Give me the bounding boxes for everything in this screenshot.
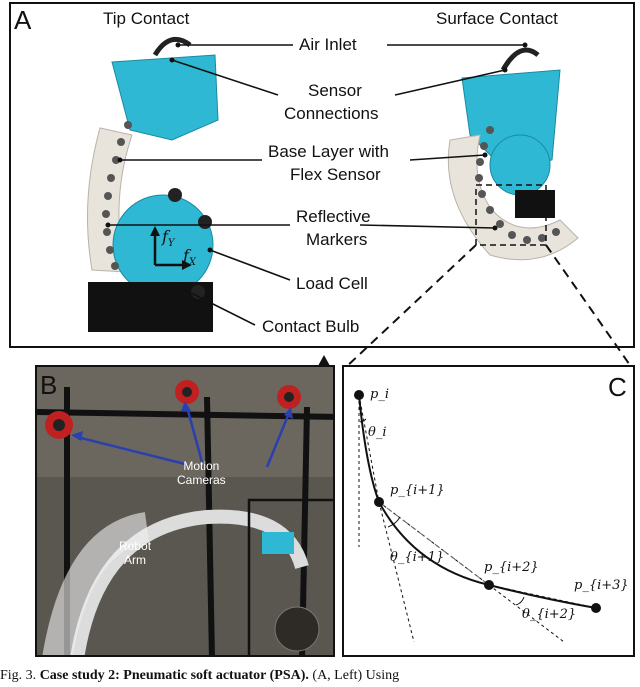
force-fx-label: fX <box>183 246 197 269</box>
zoom-box <box>475 184 547 246</box>
markers-label-1: Reflective <box>296 207 371 226</box>
load-cell-label: Load Cell <box>296 274 368 293</box>
label-theta-i1: θ_{i+1} <box>390 550 445 565</box>
camera-left <box>45 411 73 439</box>
zoom-line-right <box>545 244 633 369</box>
panel-b-scene <box>37 367 333 655</box>
camera-right <box>277 385 301 409</box>
sensor-connections-label-1: Sensor <box>308 81 362 100</box>
base-layer-label-2: Flex Sensor <box>290 165 381 184</box>
label-pi2: p_{i+2} <box>484 560 539 575</box>
air-inlet-tube-left <box>152 36 192 57</box>
label-theta-i2: θ_{i+2} <box>522 607 577 622</box>
air-inlet-tube-right <box>500 47 540 72</box>
motion-cameras-label: Motion Cameras <box>177 459 226 487</box>
surface-contact-actuator <box>447 47 579 261</box>
panel-c: p_i p_{i+1} p_{i+2} p_{i+3} θ_i θ_{i+1} … <box>342 365 635 657</box>
label-theta-i: θ_i <box>368 425 387 440</box>
air-inlet-label: Air Inlet <box>299 35 357 54</box>
panel-b-label: B <box>40 370 58 400</box>
base-layer-label-1: Base Layer with <box>268 142 389 161</box>
tip-contact-actuator <box>87 36 219 332</box>
robot-arm-label: Robot Arm <box>119 539 152 567</box>
camera-mid <box>175 380 199 404</box>
point-pi3 <box>591 603 601 613</box>
point-pi2 <box>484 580 494 590</box>
tip-contact-title: Tip Contact <box>103 9 190 28</box>
sensor-connections-label-2: Connections <box>284 104 379 123</box>
panel-a-label: A <box>14 5 32 35</box>
panel-c-label: C <box>608 372 627 402</box>
point-pi1 <box>374 497 384 507</box>
contact-bulb-label: Contact Bulb <box>262 317 360 336</box>
base-layer-left <box>87 127 133 273</box>
point-pi <box>354 390 364 400</box>
force-fy-label: fY <box>162 227 175 250</box>
label-pi3: p_{i+3} <box>574 578 629 593</box>
sensor-housing-left <box>111 54 219 141</box>
curve <box>358 394 597 609</box>
figure-caption: Fig. 3. Case study 2: Pneumatic soft act… <box>0 668 400 683</box>
surface-contact-title: Surface Contact <box>436 9 558 28</box>
label-pi1: p_{i+1} <box>390 483 445 498</box>
markers-label-2: Markers <box>306 230 368 249</box>
panel-b-photo: Motion Cameras Robot Arm <box>35 365 335 657</box>
segment-angle-diagram <box>354 390 601 643</box>
zoom-line-left <box>344 244 477 369</box>
label-pi: p_i <box>370 387 389 402</box>
